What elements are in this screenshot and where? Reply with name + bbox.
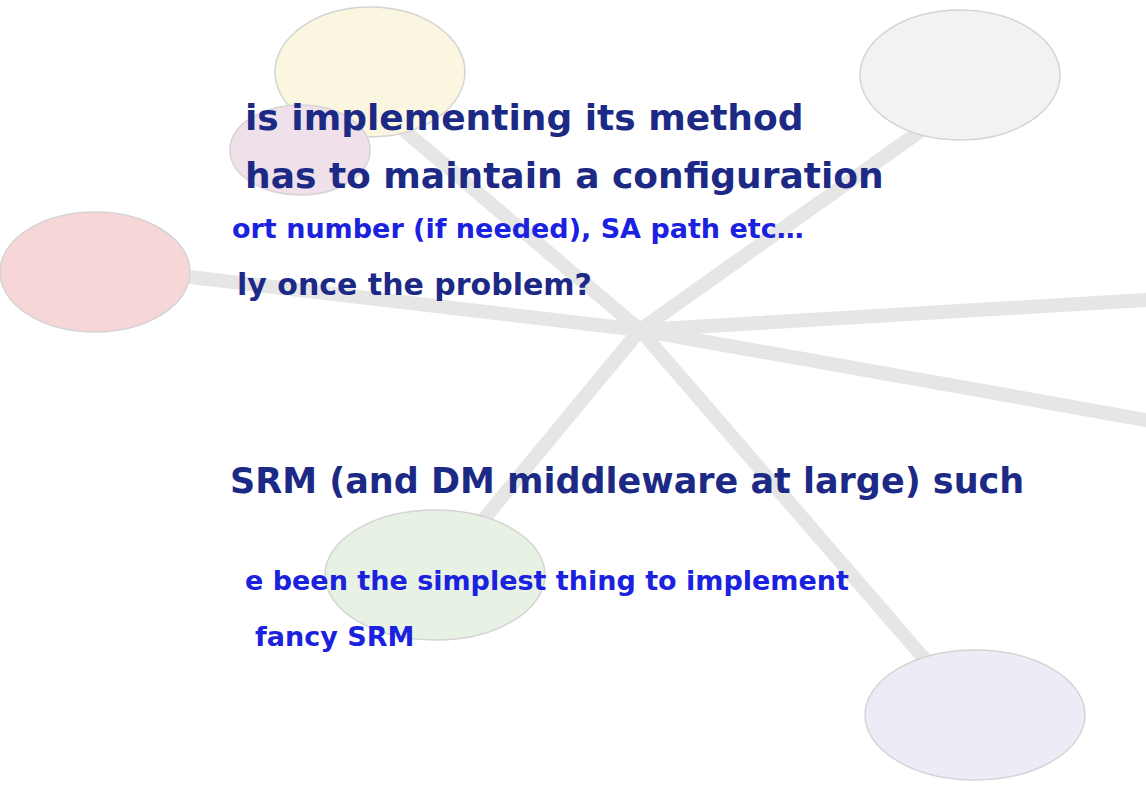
grey-circle <box>860 10 1060 140</box>
slide-text: is implementing its method <box>245 98 804 138</box>
red-circle <box>0 212 190 332</box>
slide-text: SRM (and DM middleware at large) such <box>230 462 1024 501</box>
slide-text: ly once the problem? <box>237 268 592 301</box>
slide-text: ort number (if needed), SA path etc… <box>232 214 804 244</box>
slide-text: fancy SRM <box>255 622 414 652</box>
hub-spokes <box>130 110 1146 700</box>
lavender-circle <box>865 650 1085 780</box>
slide-text: has to maintain a configuration <box>245 156 884 196</box>
slide-text: e been the simplest thing to implement <box>245 566 849 596</box>
